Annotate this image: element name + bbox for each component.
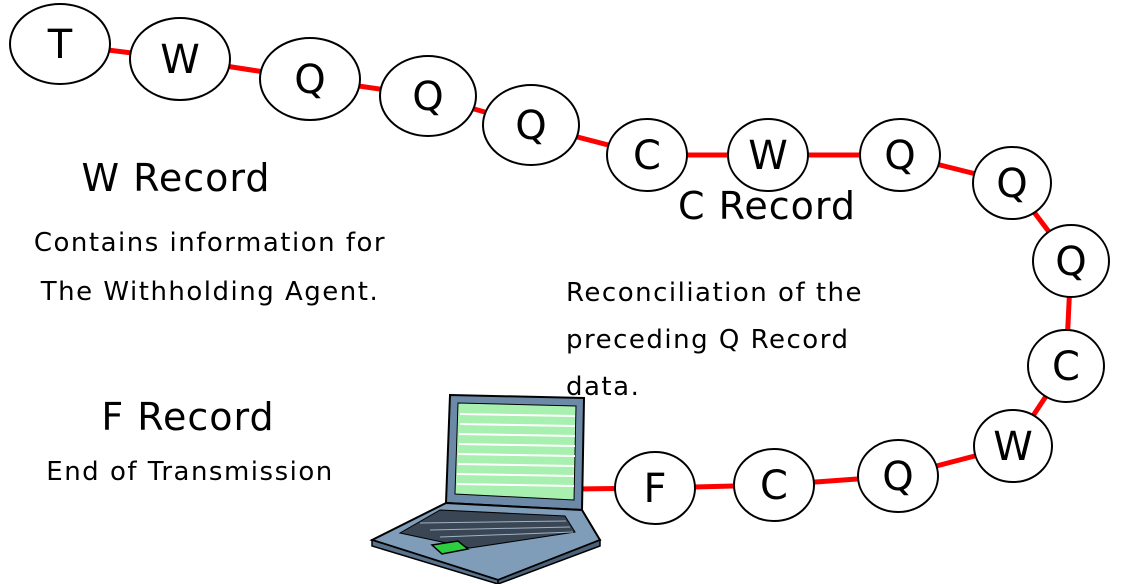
record-node-c: C (606, 118, 688, 192)
f-record-title: F Record (101, 395, 274, 439)
record-node-circle (857, 439, 939, 513)
w-record-description-line1: Contains information for (34, 228, 386, 258)
record-node-letter: F (643, 466, 666, 512)
c-record-description-line1: Reconciliation of the (566, 278, 863, 308)
f-record-label: F Record End of Transmission (46, 395, 333, 487)
record-node-f: F (614, 451, 696, 525)
record-node-q: Q (857, 439, 939, 513)
record-node-circle (259, 37, 361, 121)
record-node-letter: C (760, 463, 788, 509)
c-record-description-line3: data. (566, 372, 640, 402)
record-node-circle (733, 448, 815, 522)
record-node-letter: Q (882, 454, 913, 500)
record-node-letter: C (1052, 344, 1080, 390)
record-node-letter: Q (412, 74, 443, 120)
record-node-circle (859, 118, 941, 192)
record-node-circle (379, 55, 477, 137)
record-node-letter: W (993, 424, 1033, 470)
w-record-label: W Record Contains information for The Wi… (34, 156, 386, 307)
record-node-letter: W (160, 37, 200, 83)
record-node-letter: Q (1055, 239, 1086, 285)
record-node-q: Q (859, 118, 941, 192)
record-node-circle (727, 118, 809, 192)
laptop-icon (369, 393, 602, 584)
w-record-title: W Record (82, 156, 271, 200)
record-node-q: Q (482, 84, 580, 166)
record-node-t: T (9, 3, 111, 85)
record-node-circle (973, 409, 1053, 483)
record-node-q: Q (259, 37, 361, 121)
record-node-circle (1032, 224, 1110, 298)
c-record-label: C Record Reconciliation of the preceding… (566, 184, 863, 402)
record-node-q: Q (379, 55, 477, 137)
record-node-q: Q (1032, 224, 1110, 298)
record-node-letter: C (633, 133, 661, 179)
record-node-letter: W (748, 133, 788, 179)
record-node-circle (972, 146, 1052, 220)
record-node-letter: T (47, 22, 73, 68)
c-record-description-line2: preceding Q Record (566, 325, 849, 355)
record-node-q: Q (972, 146, 1052, 220)
record-node-circle (129, 17, 231, 101)
record-node-circle (9, 3, 111, 85)
record-node-letter: Q (515, 103, 546, 149)
record-node-circle (606, 118, 688, 192)
record-node-circle (1027, 329, 1105, 403)
record-node-w: W (973, 409, 1053, 483)
record-node-c: C (733, 448, 815, 522)
c-record-title: C Record (678, 184, 856, 228)
record-node-c: C (1027, 329, 1105, 403)
record-node-circle (614, 451, 696, 525)
record-node-circle (482, 84, 580, 166)
f-record-description-line1: End of Transmission (46, 457, 333, 487)
w-record-description-line2: The Withholding Agent. (40, 277, 379, 307)
record-node-w: W (727, 118, 809, 192)
record-node-letter: Q (294, 57, 325, 103)
record-node-w: W (129, 17, 231, 101)
record-node-letter: Q (884, 133, 915, 179)
record-node-letter: Q (996, 161, 1027, 207)
